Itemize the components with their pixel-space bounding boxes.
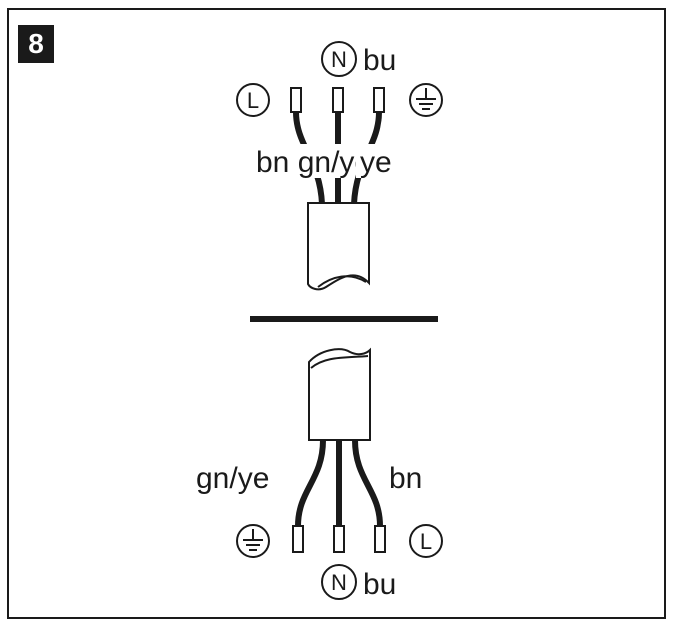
- figure-frame: [7, 8, 666, 619]
- svg-text:L: L: [420, 529, 432, 554]
- step-number-badge: 8: [18, 25, 54, 63]
- top-live-symbol-icon: L: [236, 83, 270, 117]
- svg-text:L: L: [247, 88, 259, 113]
- bottom-ferrule-left: [292, 525, 304, 553]
- top-neutral-label: bu: [363, 44, 396, 77]
- top-ferrule-left: [290, 87, 302, 113]
- bottom-wire-right: [352, 439, 383, 527]
- top-earth-wire-label: ye: [360, 146, 392, 179]
- bottom-live-symbol-icon: L: [409, 524, 443, 558]
- bottom-ferrule-right: [374, 525, 386, 553]
- bottom-live-wire-label: bn: [389, 462, 422, 495]
- top-ferrule-right: [373, 87, 385, 113]
- svg-text:N: N: [331, 570, 347, 595]
- top-wire-labels: bn gn/ye: [256, 146, 371, 179]
- bottom-connector: gn/ye bn L N bu: [196, 347, 443, 601]
- top-cable-sheath: [307, 202, 370, 291]
- bottom-earth-symbol-icon: [236, 524, 270, 558]
- bottom-earth-wire-label: gn/ye: [196, 462, 269, 495]
- top-ferrule-center: [332, 87, 344, 113]
- bottom-cable-sheath: [308, 347, 371, 441]
- top-earth-symbol-icon: [409, 83, 443, 117]
- top-connector: N bu L bn gn/ye ye: [236, 41, 443, 291]
- svg-text:N: N: [331, 47, 347, 72]
- top-neutral-symbol-icon: N: [321, 41, 357, 77]
- bottom-ferrule-center: [333, 525, 345, 553]
- bottom-neutral-symbol-icon: N: [321, 564, 357, 600]
- bottom-neutral-label: bu: [363, 568, 396, 601]
- bottom-wire-left: [295, 439, 326, 527]
